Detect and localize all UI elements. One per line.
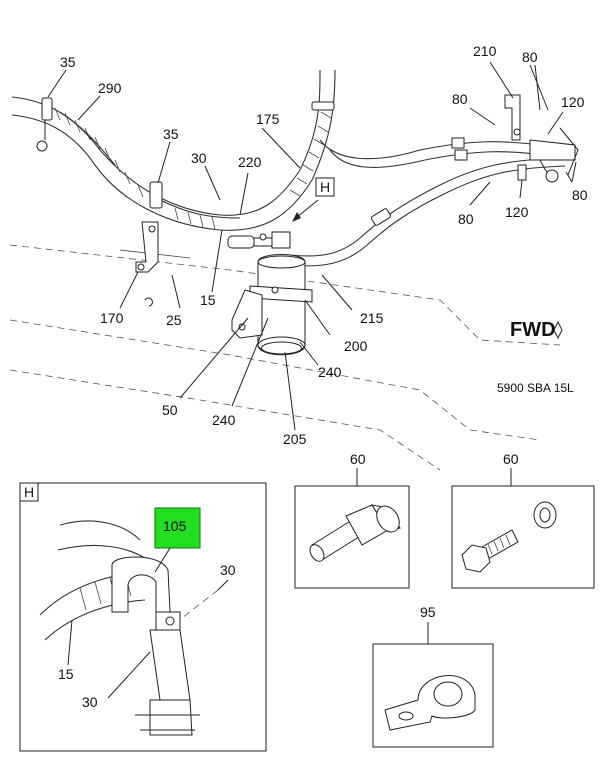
label-35-mid: 35: [163, 126, 179, 142]
label-215: 215: [360, 310, 384, 326]
drawing-code: 5900 SBA 15L: [497, 381, 574, 395]
label-220: 220: [238, 154, 262, 170]
part-60-fitting: 60: [294, 451, 410, 589]
detail-h-panel: H 105 30 15 30: [19, 482, 267, 752]
part-60b-label: 60: [503, 451, 519, 467]
label-210: 210: [473, 43, 497, 59]
part-95-label: 95: [420, 604, 436, 620]
label-50: 50: [162, 402, 178, 418]
main-assembly: H: [9, 43, 588, 471]
label-80-top-right: 80: [522, 49, 538, 65]
label-170: 170: [100, 310, 124, 326]
detail-label-15: 15: [58, 666, 74, 682]
receiver-drier: [227, 231, 313, 356]
detail-h-ref-label: H: [320, 179, 330, 195]
part-60-bolt-washer: 60: [451, 451, 595, 589]
label-15: 15: [200, 292, 216, 308]
detail-label-30-bottom: 30: [82, 694, 98, 710]
detail-label-30-right: 30: [220, 562, 236, 578]
label-205: 205: [283, 431, 307, 447]
part-95-clamp: 95: [372, 604, 494, 748]
callout-105-label: 105: [163, 518, 187, 534]
label-35-top: 35: [60, 54, 76, 70]
detail-h-reference: H: [292, 177, 335, 222]
leader-lines: [47, 61, 577, 431]
ac-lines-right: [289, 94, 579, 267]
label-120-bottom: 120: [505, 204, 529, 220]
part-60a-label: 60: [350, 451, 366, 467]
fwd-arrow-icon: [553, 320, 563, 340]
label-240-bottom: 240: [212, 412, 236, 428]
label-175: 175: [256, 111, 280, 127]
label-120-top: 120: [561, 94, 585, 110]
wire-harness-bundle: [11, 69, 336, 307]
label-25: 25: [166, 312, 182, 328]
label-80-mid: 80: [452, 91, 468, 107]
label-80-right: 80: [572, 187, 588, 203]
fwd-indicator: FWD: [510, 319, 563, 341]
label-80-lower: 80: [458, 211, 474, 227]
label-200: 200: [344, 338, 368, 354]
label-30: 30: [191, 150, 207, 166]
detail-h-tag: H: [24, 484, 34, 500]
label-240-right: 240: [318, 364, 342, 380]
callout-105-box: [154, 507, 201, 549]
fwd-label: FWD: [510, 319, 556, 341]
label-290: 290: [98, 80, 122, 96]
callout-numbers: 35 290 35 30 220 175 210 80 80 120 80 12…: [60, 43, 588, 447]
